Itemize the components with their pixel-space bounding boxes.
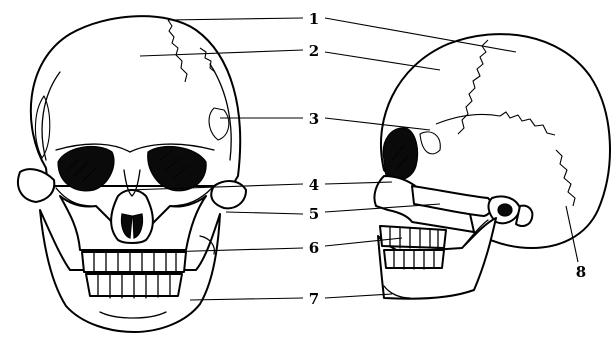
label-1: 1 [309,10,319,28]
front-upper-teeth [82,252,186,274]
label-8: 8 [576,263,586,281]
leader-1-front [168,18,303,20]
side-lower-teeth [384,250,444,269]
skull-front-view [18,16,246,332]
leader-7-side [325,294,392,298]
leader-5-front [226,212,303,214]
front-lower-teeth [86,274,182,298]
skull-side-view [374,34,610,299]
label-4: 4 [309,176,319,194]
leader-7-front [190,298,303,300]
label-6: 6 [309,239,319,257]
side-upper-teeth [380,226,446,248]
side-orbit [383,128,417,180]
label-2: 2 [309,42,319,60]
label-7: 7 [309,290,319,308]
label-3: 3 [309,110,319,128]
label-5: 5 [309,205,319,223]
